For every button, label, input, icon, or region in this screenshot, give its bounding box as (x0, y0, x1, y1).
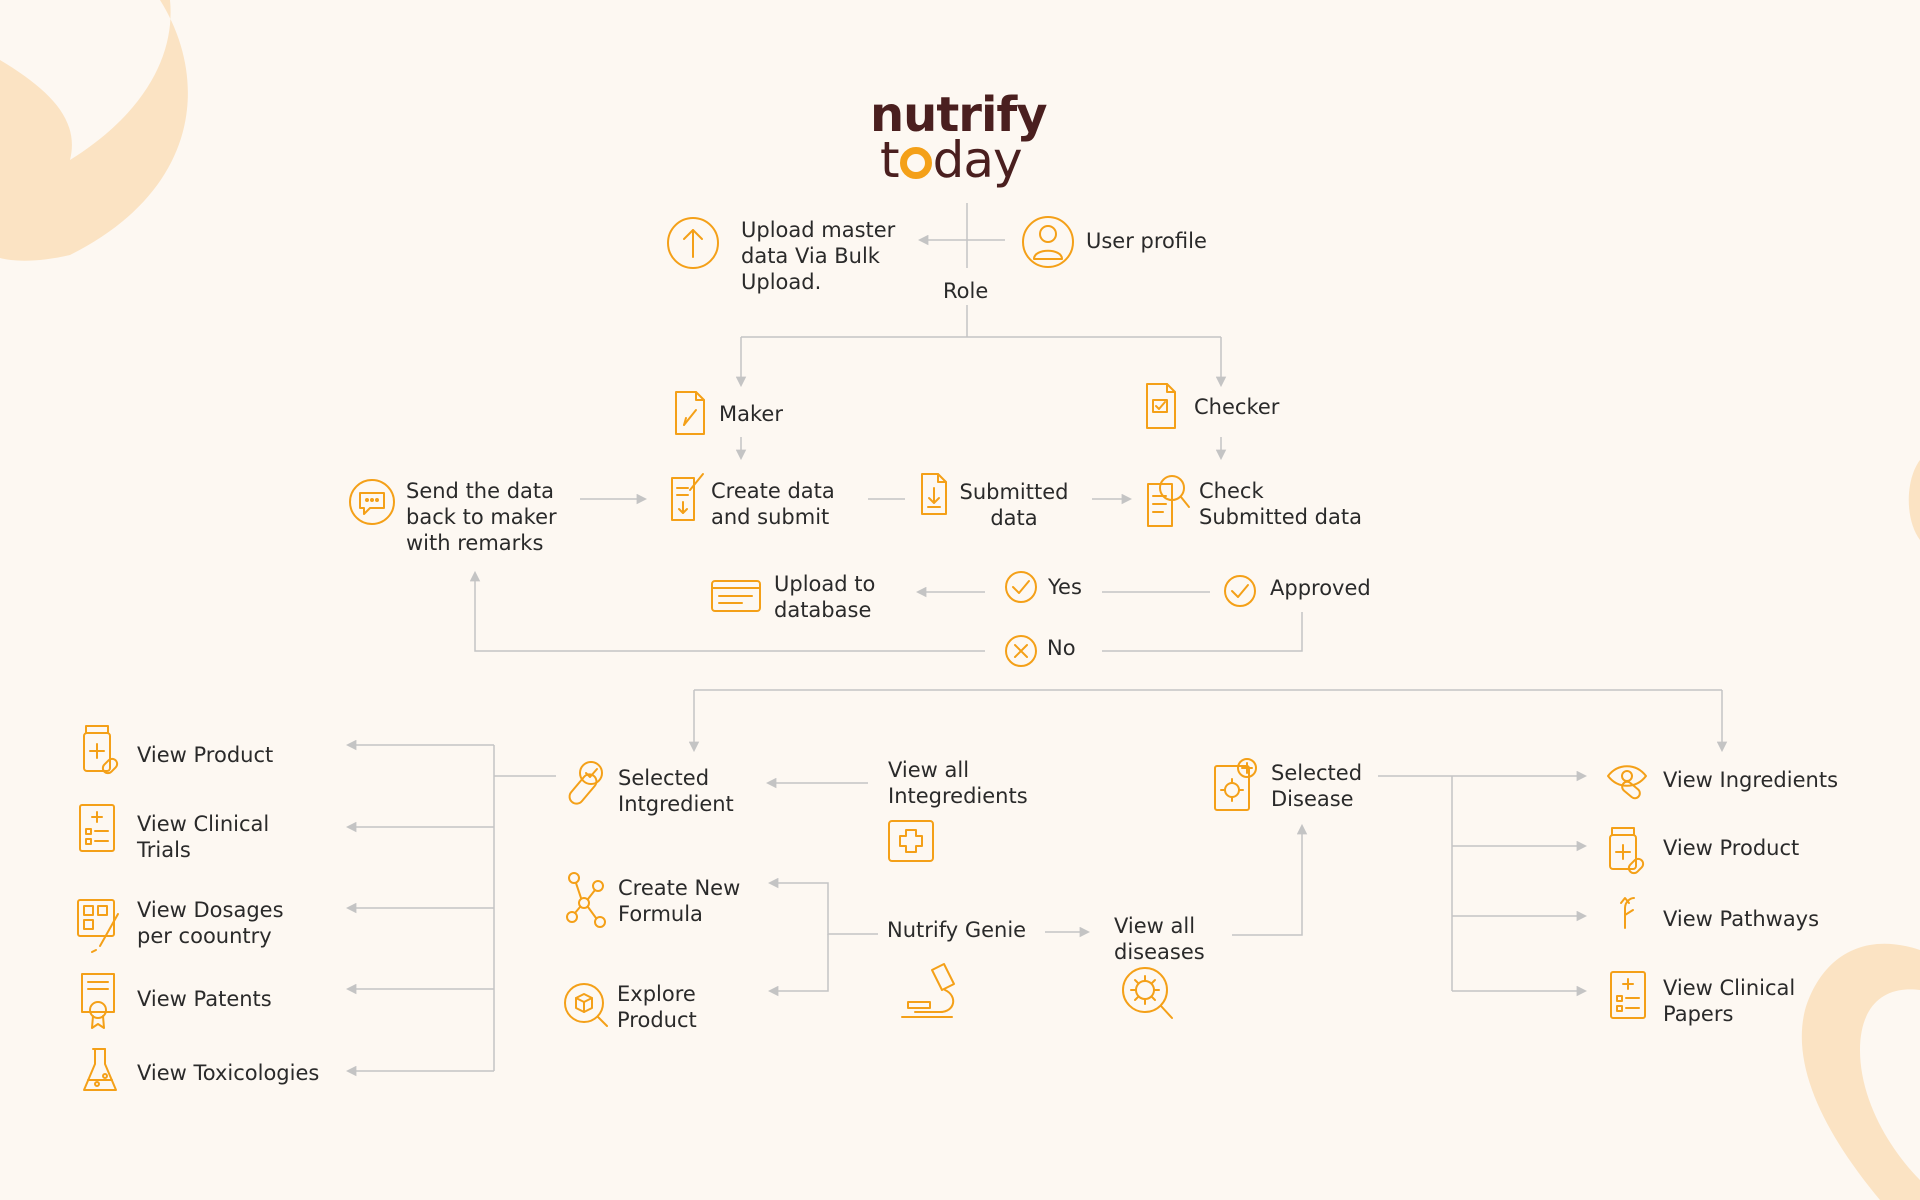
document-search-icon (1147, 475, 1190, 527)
plus-box-icon (888, 820, 934, 862)
right-output-view-clinical-papers: View Clinical Papers (1663, 976, 1796, 1026)
approved-check-icon (1224, 575, 1256, 607)
arrow-no-to-sendback (469, 570, 985, 652)
left-output-view-dosages: View Dosages per coountry (137, 898, 284, 948)
create-formula-label: Create New Formula (618, 876, 741, 926)
upload-master-label: Upload master data Via Bulk Upload. (741, 218, 896, 294)
left-output-view-product: View Product (137, 743, 274, 767)
bottom-right-swirl (1801, 943, 1920, 1200)
document-pen-icon (675, 391, 705, 435)
patent-certificate-icon (81, 973, 115, 1029)
upload-arrow-icon (667, 217, 719, 269)
genie-branch-lower (767, 934, 829, 997)
selected-disease-label: Selected Disease (1271, 761, 1363, 811)
role-label: Role (943, 279, 989, 303)
pathway-arrow-icon (1620, 897, 1635, 929)
logo-ring-icon (899, 147, 932, 179)
medicine-bottle-icon (83, 725, 119, 775)
logo-t: t (880, 131, 900, 189)
dosage-syringe-icon (77, 899, 119, 953)
user-profile-icon (1022, 216, 1074, 268)
left-output-view-patents: View Patents (137, 987, 272, 1011)
x-circle-icon (1005, 635, 1037, 667)
view-all-ingredients-label: View all Integredients (888, 758, 1028, 808)
logo-day: day (932, 131, 1023, 189)
document-check-icon (1146, 383, 1176, 429)
top-left-swirl (0, 0, 188, 261)
selected-ingredient-label: Selected Intgredient (618, 766, 734, 816)
yes-label: Yes (1048, 575, 1082, 599)
right-output-view-pathways: View Pathways (1663, 907, 1820, 931)
view-all-diseases-label: View all diseases (1114, 914, 1205, 964)
maker-label: Maker (719, 402, 783, 426)
right-output-view-ingredients: View Ingredients (1663, 768, 1839, 792)
no-label: No (1047, 636, 1076, 660)
explore-product-icon (564, 983, 608, 1027)
left-output-view-clinical-trials: View Clinical Trials (137, 812, 270, 862)
arrow-diseases-to-selected (1232, 823, 1308, 936)
pill-check-icon (568, 761, 603, 805)
ingredient-eye-pill-icon (1607, 765, 1647, 800)
submitted-data-label: Submitted data (959, 480, 1069, 530)
chat-bubble-icon (349, 479, 395, 525)
create-submit-label: Create data and submit (711, 479, 835, 529)
line-approved-to-no (1102, 612, 1303, 652)
check-circle-icon (1005, 571, 1037, 603)
user-profile-label: User profile (1086, 229, 1207, 253)
microscope-icon (901, 963, 955, 1018)
checker-label: Checker (1194, 395, 1280, 419)
molecule-icon (566, 872, 606, 928)
virus-search-icon (1122, 967, 1173, 1019)
logo-line-1: nutrify (870, 87, 1048, 143)
nutrify-genie-label: Nutrify Genie (887, 918, 1027, 942)
check-submitted-label: Check Submitted data (1199, 479, 1362, 529)
toxicology-flask-icon (83, 1048, 117, 1091)
disease-report-icon (1214, 758, 1257, 811)
right-edge-arc (1908, 460, 1920, 540)
genie-branch (767, 877, 878, 935)
left-output-view-toxicologies: View Toxicologies (137, 1061, 320, 1085)
create-document-icon (671, 473, 704, 521)
explore-product-label: Explore Product (617, 982, 697, 1032)
upload-database-label: Upload to database (774, 572, 876, 622)
product-bottle-icon (1609, 827, 1645, 875)
submitted-document-icon (921, 473, 947, 515)
send-back-label: Send the data back to maker with remarks (406, 479, 557, 555)
right-output-view-product: View Product (1663, 836, 1800, 860)
approved-label: Approved (1270, 576, 1371, 600)
clinical-papers-clipboard-icon (1610, 971, 1646, 1019)
database-card-icon (711, 580, 761, 612)
clinical-trials-clipboard-icon (79, 804, 115, 852)
